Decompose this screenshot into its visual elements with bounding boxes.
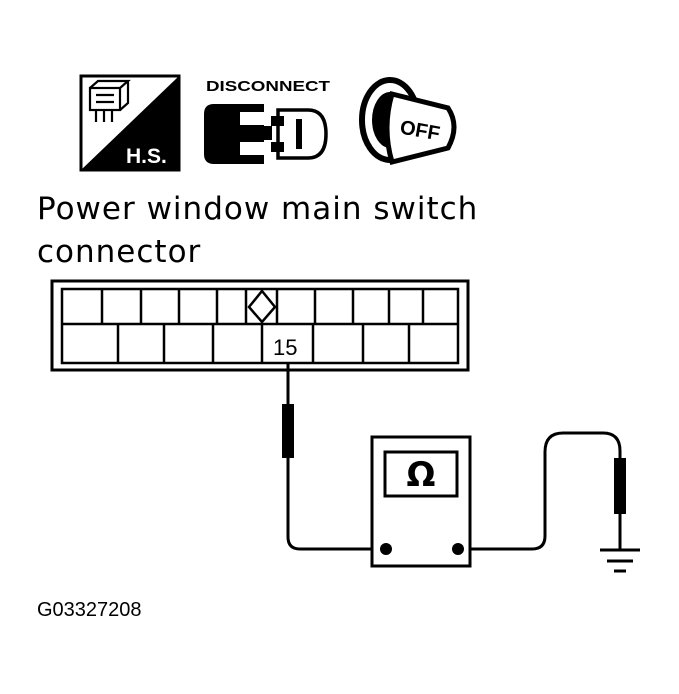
disconnect-label: DISCONNECT: [206, 78, 330, 95]
ohmmeter: Ω: [370, 435, 472, 568]
terminal-15-label: 15: [273, 335, 297, 360]
ignition-off-icon: OFF: [359, 77, 457, 166]
figure-code: G03327208: [37, 599, 142, 621]
probe-lead-right: [458, 431, 626, 551]
caption-line-2: connector: [37, 234, 201, 270]
probe-lead-left: [282, 363, 386, 551]
harness-side-label: H.S.: [126, 145, 167, 168]
disconnect-icon: DISCONNECT: [204, 78, 330, 164]
ground-symbol: [600, 548, 640, 573]
connector-lock-tab: [247, 289, 277, 324]
ohm-symbol: Ω: [407, 455, 436, 495]
meter-terminal-right: [452, 543, 464, 555]
caption-line-1: Power window main switch: [37, 191, 478, 227]
meter-terminal-left: [380, 543, 392, 555]
connector-block: 15: [50, 279, 470, 372]
harness-side-icon: H.S.: [79, 74, 181, 172]
